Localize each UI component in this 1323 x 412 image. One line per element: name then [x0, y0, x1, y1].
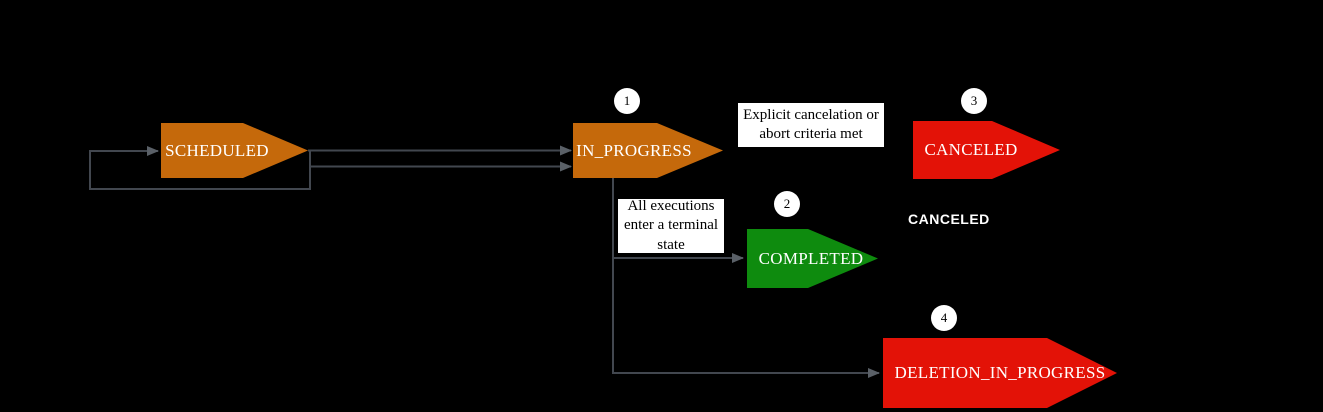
step-circle-4 [931, 305, 957, 331]
step-number-4: 4 [940, 310, 948, 325]
state-shape-completed [747, 229, 878, 288]
edge-inprogress-to-deletion [612, 178, 880, 378]
state-label-scheduled: SCHEDULED [165, 140, 269, 160]
note-explicit-cancelation: Explicit cancelation or abort criteria m… [738, 103, 884, 147]
step-number-1: 1 [623, 93, 631, 108]
canceled-caption: CANCELED [908, 211, 990, 227]
state-label-canceled: CANCELED [924, 140, 1018, 159]
step-circle-1 [614, 88, 640, 114]
state-shape-deletion-in-progress [883, 338, 1117, 408]
step-circle-3 [961, 88, 987, 114]
state-label-completed: COMPLETED [758, 248, 864, 268]
edge-loop-back-to-scheduled [89, 146, 311, 190]
state-shape-in-progress [573, 123, 723, 178]
state-shape-scheduled [161, 123, 308, 178]
note-terminal-state: All executions enter a terminal state [618, 198, 724, 253]
state-label-deletion-in-progress: DELETION_IN_PROGRESS [894, 363, 1106, 382]
state-shape-canceled [913, 121, 1060, 179]
step-number-3: 3 [970, 93, 978, 108]
step-circle-2 [774, 191, 800, 217]
step-number-2: 2 [783, 196, 791, 211]
state-label-in-progress: IN_PROGRESS [576, 140, 692, 160]
